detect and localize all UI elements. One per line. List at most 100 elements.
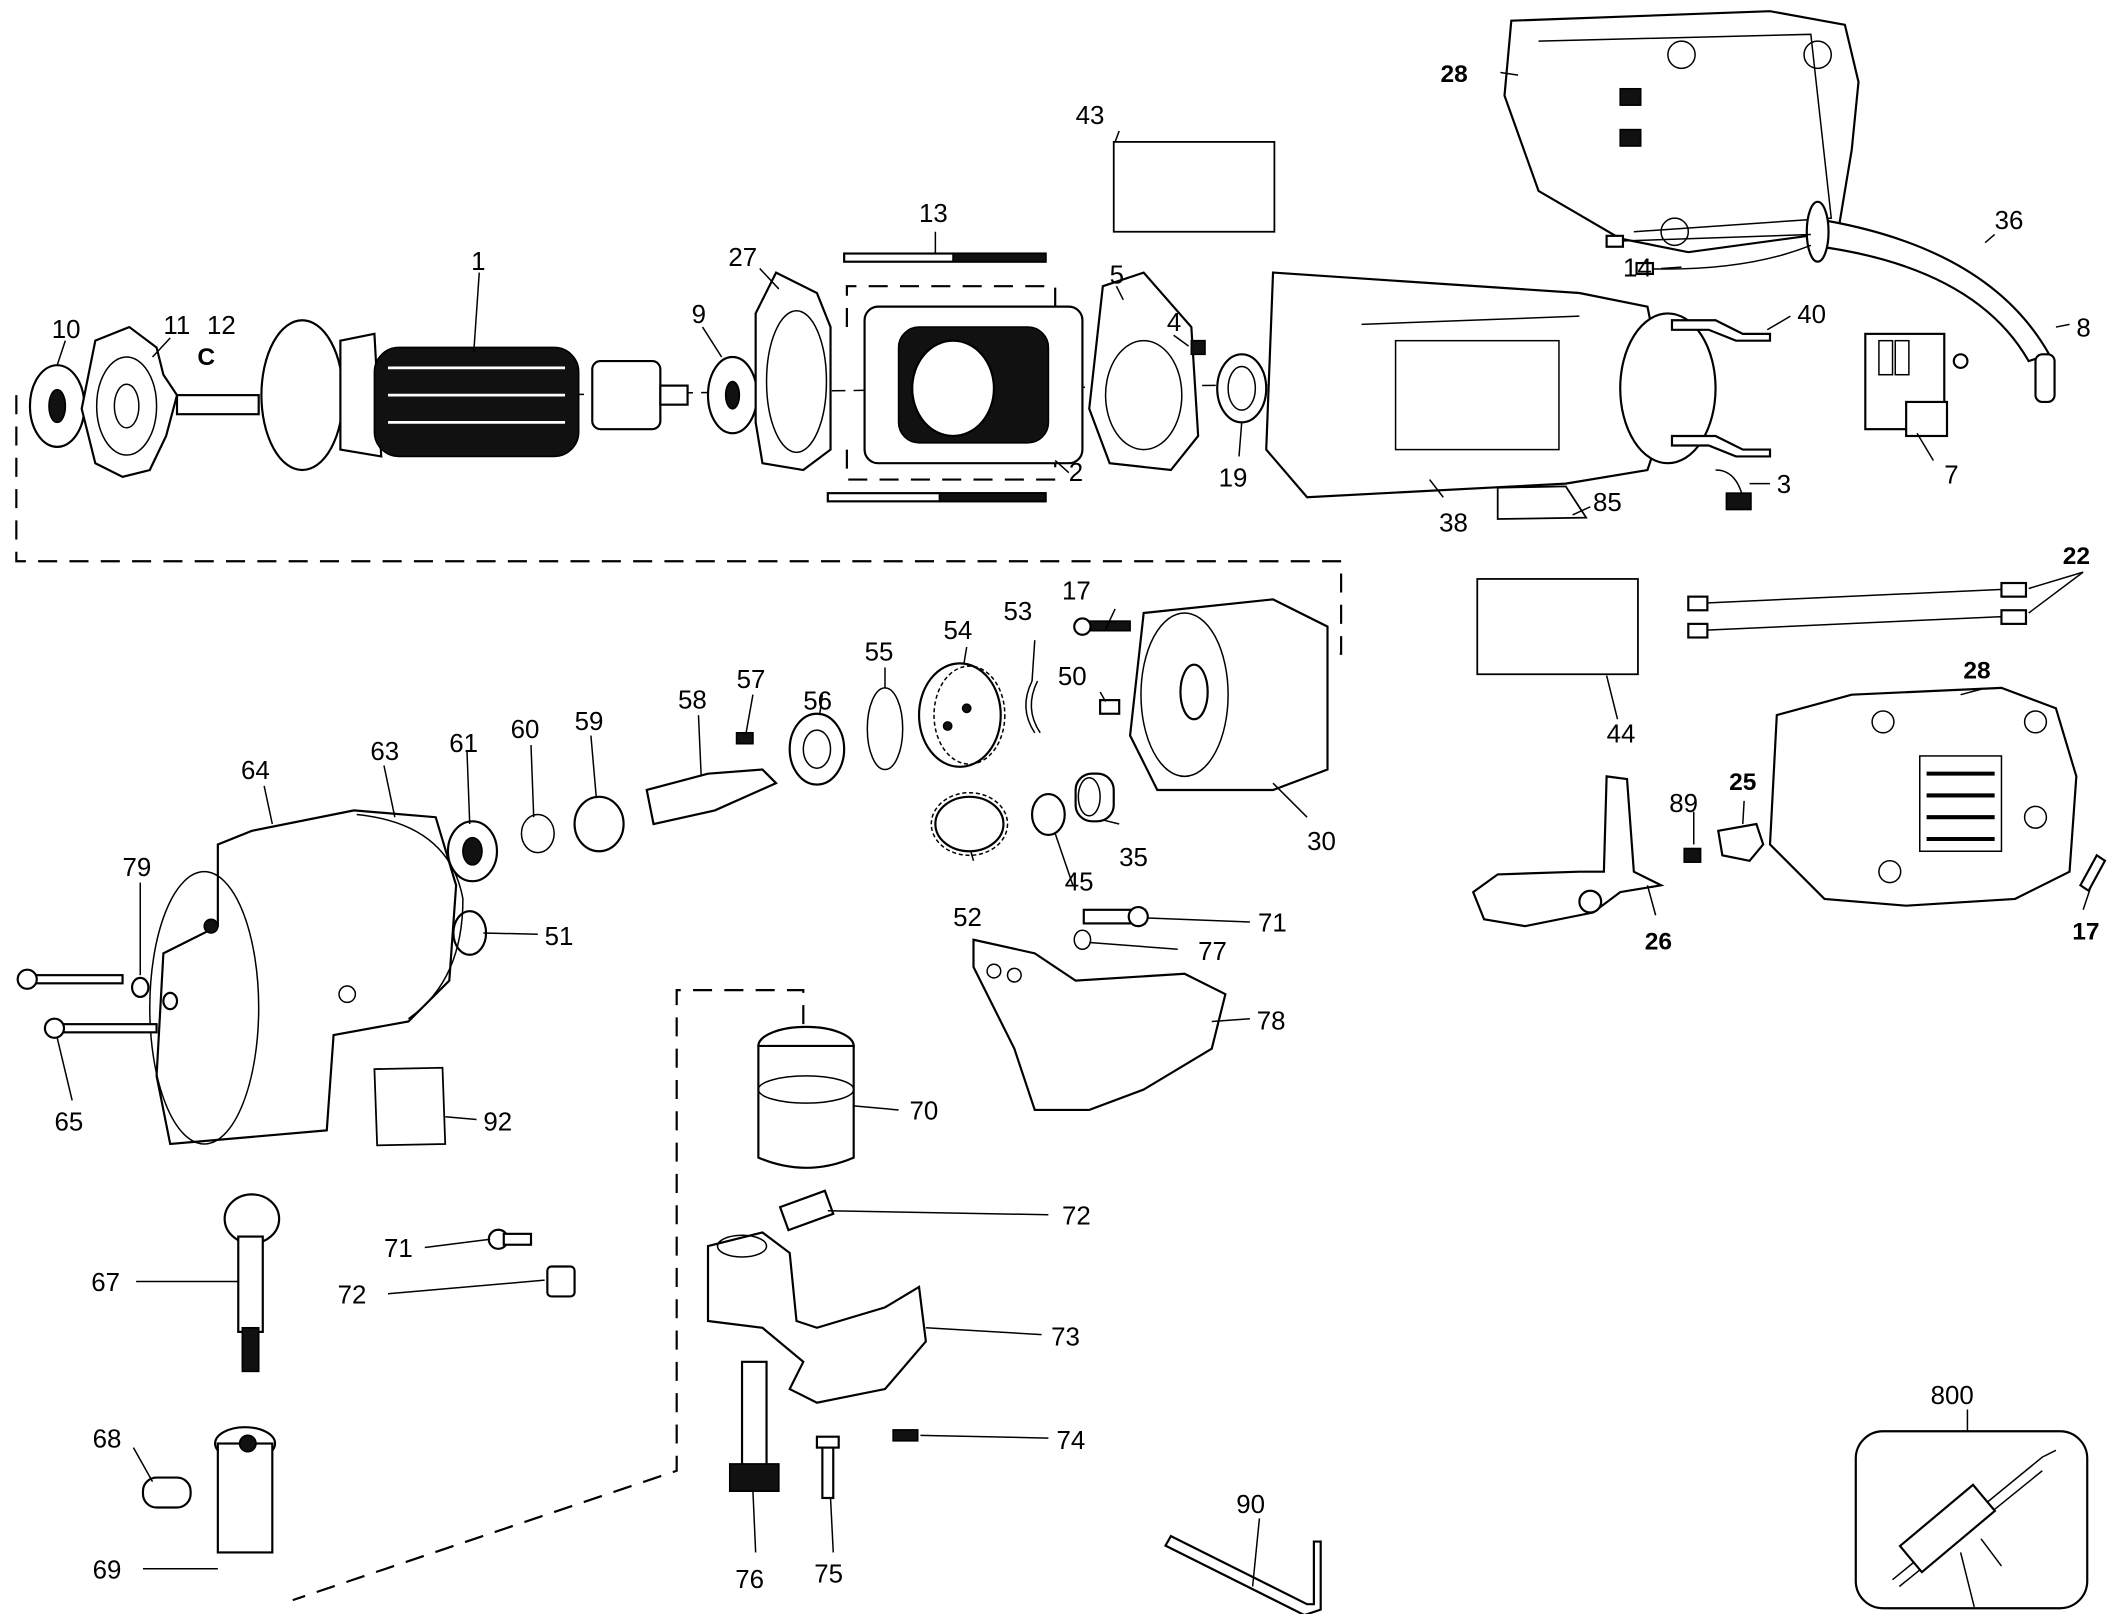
part-800-kit[interactable]	[1854, 1430, 2089, 1610]
callout-44: 44	[1607, 720, 1636, 748]
part-2-field[interactable]	[863, 305, 1084, 465]
part-1-armature[interactable]	[175, 319, 689, 472]
callout-38: 38	[1439, 509, 1468, 537]
part-76-adjusting-screw[interactable]	[728, 1360, 780, 1492]
callout-74: 74	[1057, 1427, 1086, 1455]
callout-22: 22	[2063, 543, 2090, 570]
part-13-through-bolts[interactable]	[826, 252, 1047, 503]
part-92-label[interactable]	[373, 1066, 447, 1147]
callout-8: 8	[2076, 315, 2090, 343]
callout-25: 25	[1729, 769, 1756, 796]
part-78-deflector[interactable]	[972, 938, 1227, 1112]
part-27-baffle[interactable]	[754, 271, 832, 472]
callout-labels: 10 11 12 1 9 27 13 5 4 2 19 38 43 85 28 …	[52, 61, 2100, 1594]
callout-70: 70	[910, 1097, 939, 1125]
callout-56: 56	[803, 688, 832, 716]
part-65-screw[interactable]	[43, 991, 179, 1039]
callout-63: 63	[370, 738, 399, 766]
part-64-head-housing[interactable]	[149, 809, 458, 1146]
callout-9: 9	[692, 301, 706, 329]
part-90-hex-key[interactable]	[1163, 1534, 1322, 1617]
part-52-pinion-gear[interactable]	[930, 791, 1009, 857]
part-19-bearing[interactable]	[1216, 353, 1268, 424]
part-30-gear-case[interactable]	[1128, 598, 1329, 792]
part-61-bearing[interactable]	[446, 820, 499, 883]
part-57-key[interactable]	[735, 731, 754, 745]
part-44-label[interactable]	[1476, 578, 1639, 676]
part-54-gear[interactable]	[917, 662, 1006, 768]
part-56-bearing[interactable]	[788, 712, 846, 786]
part-74-pin[interactable]	[892, 1429, 919, 1442]
part-10-bearing[interactable]	[28, 364, 86, 448]
callout-61: 61	[449, 730, 478, 758]
part-9-bearing[interactable]	[706, 355, 759, 435]
part-58-eccentric-shaft[interactable]	[645, 768, 778, 826]
part-4-screw[interactable]	[1190, 339, 1206, 356]
callout-28-bottom: 28	[1963, 657, 1990, 684]
callout-800: 800	[1931, 1382, 1974, 1410]
part-71-screw-left[interactable]	[487, 1228, 533, 1250]
part-3-brush[interactable]	[1715, 469, 1752, 511]
part-38-motor-housing[interactable]	[1265, 271, 1717, 499]
part-28-handle-half-bottom[interactable]	[1768, 686, 2078, 907]
part-45-washer[interactable]	[1030, 792, 1066, 837]
part-12-clip-glyph[interactable]: C	[197, 344, 215, 371]
callout-89: 89	[1669, 790, 1698, 818]
callout-76: 76	[735, 1566, 764, 1594]
part-70-sleeve[interactable]	[757, 1025, 855, 1169]
callout-30: 30	[1307, 828, 1336, 856]
part-26-trigger[interactable]	[1471, 775, 1665, 928]
part-11-baffle[interactable]	[80, 325, 179, 478]
part-43-label[interactable]	[1112, 141, 1276, 233]
callout-5: 5	[1110, 261, 1124, 289]
part-17-screw-right[interactable]	[2078, 853, 2107, 893]
callout-55: 55	[865, 639, 894, 667]
callout-68: 68	[93, 1426, 122, 1454]
part-28-handle-half-top[interactable]	[1503, 10, 1860, 254]
part-67-punch[interactable]	[223, 1193, 281, 1373]
part-72-nut-left[interactable]	[546, 1265, 576, 1298]
part-73-die-holder[interactable]	[706, 1231, 927, 1404]
callout-71-left: 71	[384, 1235, 413, 1263]
part-50-pin[interactable]	[1099, 699, 1121, 715]
field-group-boundary-bottom	[845, 449, 1057, 481]
callout-40: 40	[1797, 301, 1826, 329]
callout-11: 11	[163, 312, 190, 340]
part-85-label[interactable]	[1496, 485, 1588, 520]
part-8-cord[interactable]	[2034, 353, 2056, 404]
callout-28-top: 28	[1441, 61, 1468, 88]
part-79-screw-washer[interactable]	[16, 968, 150, 999]
callout-73: 73	[1051, 1323, 1080, 1351]
part-35-bearing[interactable]	[1074, 772, 1115, 823]
callout-65: 65	[54, 1108, 83, 1136]
callout-79: 79	[123, 854, 152, 882]
part-72-nut-center[interactable]	[778, 1189, 835, 1232]
part-22-wire-leads[interactable]	[1687, 581, 2028, 639]
callout-67: 67	[91, 1269, 120, 1297]
callout-57: 57	[737, 666, 766, 694]
part-51-bearing[interactable]	[452, 910, 488, 956]
part-69-punch-holder[interactable]	[214, 1426, 277, 1554]
part-89-spring[interactable]	[1683, 847, 1702, 863]
part-5-brush-holder[interactable]	[1088, 271, 1200, 472]
callout-58: 58	[678, 686, 707, 714]
part-40-terminal-lead-lower[interactable]	[1670, 434, 1772, 458]
callout-51: 51	[545, 923, 574, 951]
callout-17-left: 17	[1062, 577, 1091, 605]
part-53-retaining-ring[interactable]	[1025, 680, 1041, 734]
part-71-77-screw-washer[interactable]	[1073, 905, 1149, 951]
part-55-retaining-ring[interactable]	[866, 687, 904, 771]
part-60-ring[interactable]	[520, 813, 555, 854]
callout-36: 36	[1995, 207, 2024, 235]
callout-77: 77	[1198, 938, 1227, 966]
callout-13: 13	[919, 200, 948, 228]
part-25-lock-button[interactable]	[1717, 822, 1765, 862]
part-63-gasket[interactable]	[356, 813, 464, 1020]
part-59-bearing[interactable]	[573, 795, 625, 853]
part-7-switch[interactable]	[1864, 332, 1969, 438]
part-68-pin[interactable]	[141, 1476, 192, 1509]
part-40-terminal-lead[interactable]	[1670, 319, 1772, 342]
part-17-screw-left[interactable]	[1073, 617, 1131, 636]
callout-72-left: 72	[338, 1281, 367, 1309]
part-75-screw[interactable]	[815, 1435, 840, 1500]
